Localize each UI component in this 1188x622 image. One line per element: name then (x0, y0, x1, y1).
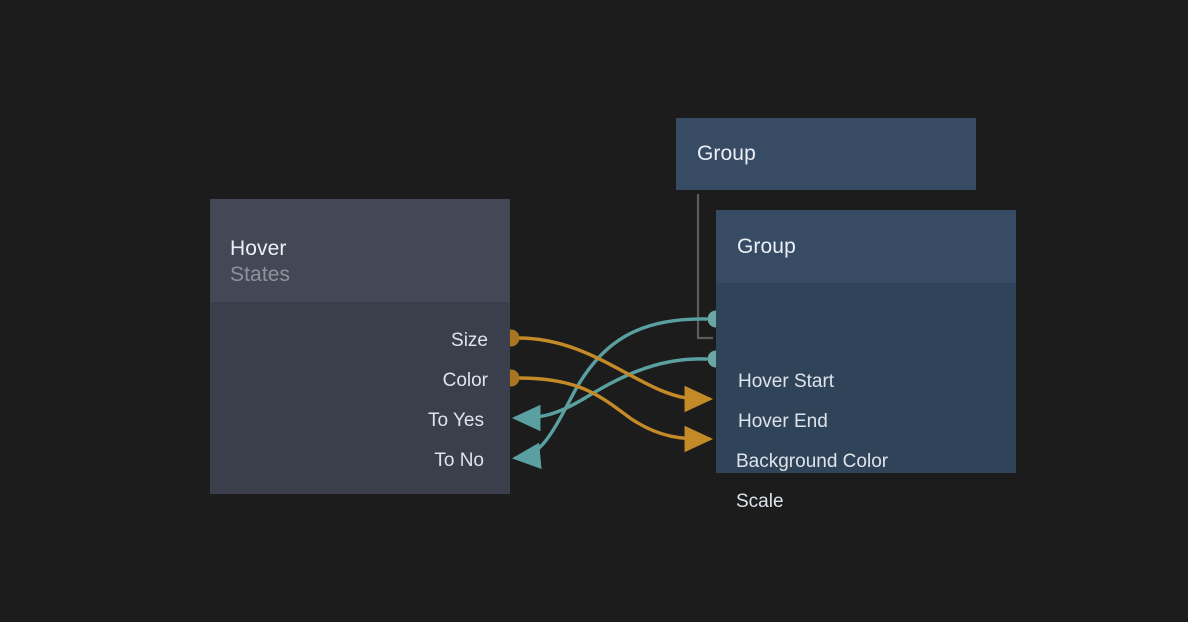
port-label-hover-start: Hover Start (738, 371, 835, 392)
node-hover-body: Size Color To Yes To No (210, 302, 510, 494)
port-label-color: Color (442, 370, 488, 391)
wire-color-to-scale (516, 376, 714, 453)
port-row-to-no[interactable]: To No (210, 451, 510, 471)
port-label-hover-end: Hover End (738, 411, 828, 432)
port-row-to-yes[interactable]: To Yes (210, 411, 510, 431)
node-group-frame[interactable]: Group (676, 118, 976, 190)
port-row-scale[interactable]: Scale (716, 492, 1016, 512)
port-row-color[interactable]: Color (210, 371, 510, 391)
port-row-hover-end[interactable]: Hover End (716, 412, 1016, 432)
node-hover[interactable]: Hover States Size Color To Yes To No (210, 199, 510, 494)
port-label-background-color: Background Color (736, 451, 889, 472)
node-group-frame-title: Group (697, 142, 756, 165)
wire-size-to-background-color (516, 336, 714, 413)
group-bracket-line (696, 194, 713, 340)
node-hover-title: Hover (230, 236, 287, 260)
port-label-size: Size (451, 330, 488, 351)
port-row-hover-start[interactable]: Hover Start (716, 372, 1016, 392)
port-row-size[interactable]: Size (210, 331, 510, 351)
port-row-background-color[interactable]: Background Color (716, 452, 1016, 472)
port-label-to-yes: To Yes (428, 410, 484, 431)
port-label-to-no: To No (434, 450, 484, 471)
node-group-title: Group (737, 234, 796, 258)
node-group-frame-header[interactable]: Group (676, 118, 976, 190)
wire-hover-start-to-to-no (511, 317, 708, 469)
node-group-header[interactable]: Group (716, 210, 1016, 283)
node-group[interactable]: Group Hover Start Hover End Background C… (716, 210, 1016, 512)
node-hover-header[interactable]: Hover States (210, 199, 510, 302)
port-label-scale: Scale (736, 491, 784, 512)
node-hover-subtitle: States (230, 262, 291, 286)
node-group-body: Hover Start Hover End Background Color S… (716, 283, 1016, 512)
wire-hover-end-to-to-yes (511, 357, 708, 432)
